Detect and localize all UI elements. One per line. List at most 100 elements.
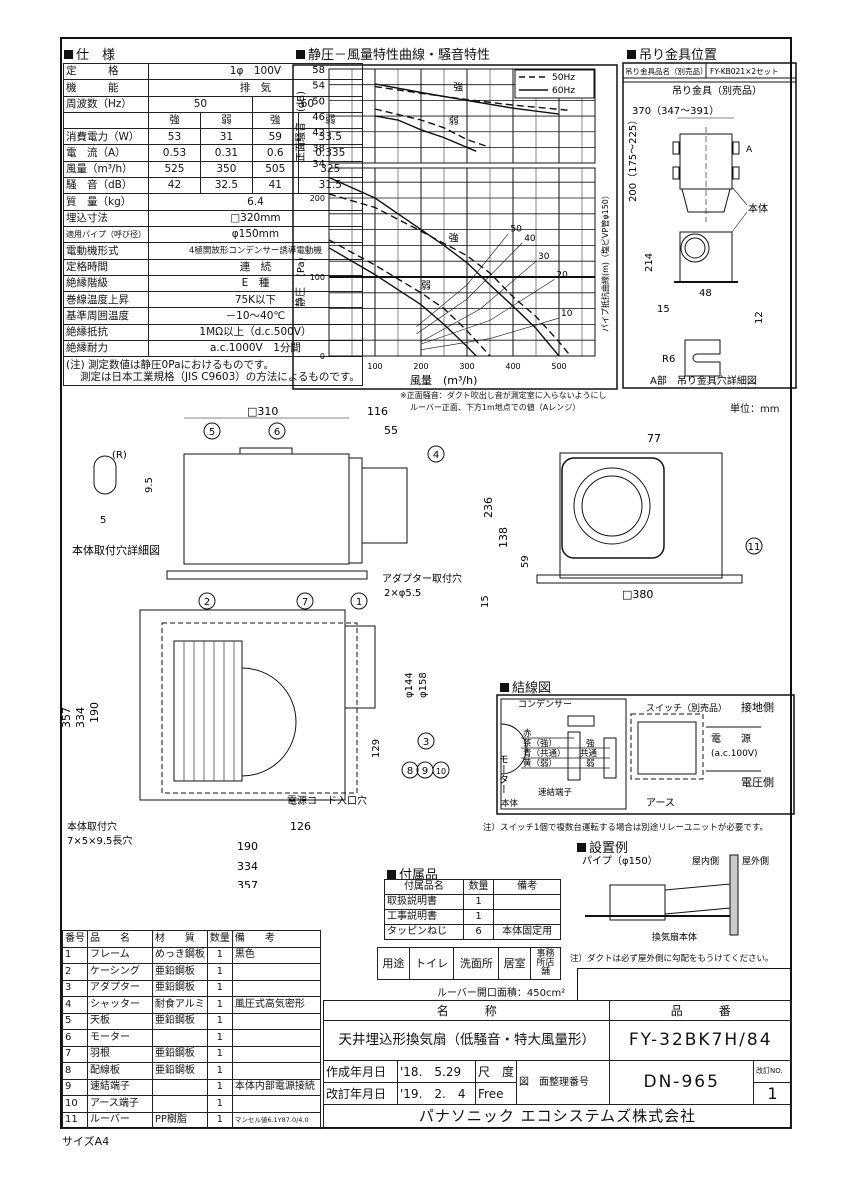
cell — [231, 1012, 322, 1030]
cell: 亜鉛鋼板 — [151, 963, 208, 981]
cell — [151, 1095, 208, 1113]
cell: 亜鉛鋼板 — [151, 1012, 208, 1030]
noise-tick-label: 34 — [312, 159, 325, 170]
wire-brown: 茶（強） — [523, 738, 557, 749]
product-number: FY-32BK7H/84 — [609, 1020, 792, 1061]
cell — [231, 979, 322, 997]
cell — [231, 963, 322, 981]
cell — [493, 909, 561, 925]
cell: 数量 — [206, 930, 233, 948]
cell: 10 — [62, 1095, 88, 1113]
revised-date: '19. 2. 4 — [397, 1082, 476, 1105]
pressure-strong-label: 強 — [449, 231, 459, 244]
cell: 亜鉛鋼板 — [151, 1045, 208, 1063]
legend-box — [514, 69, 595, 99]
cell: 黒色 — [231, 946, 322, 964]
install-diagram: パイプ（φ150） 屋内側 屋外側 換気扇本体 — [582, 854, 769, 942]
pipe-curve-label: 30 — [538, 252, 550, 262]
cell: 1 — [206, 979, 233, 997]
pressure-tick-label: 100 — [310, 273, 325, 282]
dim-334-v: 334 — [74, 707, 87, 728]
motor-label: モーター — [497, 754, 509, 794]
cell: 32.5 — [199, 177, 253, 195]
dim-380: □380 — [622, 588, 653, 601]
dim-357-h: 357 — [237, 879, 258, 888]
cell: 53 — [148, 128, 201, 146]
noise-tick-label: 50 — [312, 96, 325, 107]
wiring-heading: 結線図 — [500, 677, 551, 696]
pipe-resistance-curve — [416, 233, 509, 328]
dim-214: 214 — [644, 253, 655, 272]
cell: タッピンねじ — [384, 924, 464, 940]
cell — [151, 1029, 208, 1047]
switch-label: スイッチ（別売品） — [646, 702, 727, 714]
cell: 1 — [206, 1045, 233, 1063]
wire-red: 赤 — [523, 729, 532, 739]
outline-drawings: (R) 9.5 5 本体取付穴詳細図 □310 116 55 236 138 5… — [62, 405, 763, 888]
chart-heading: 静圧－風量特性曲線・騒音特性 — [296, 44, 490, 63]
cell: 8 — [62, 1062, 88, 1080]
cell: 騒 音（dB） — [63, 177, 149, 195]
adapter-holes-size: 2×φ5.5 — [384, 588, 421, 599]
callout-3: 3 — [423, 737, 429, 748]
cell — [231, 1045, 322, 1063]
pipe-curve-label: 50 — [510, 225, 522, 235]
scale-label: 尺 度 — [474, 1060, 518, 1083]
cell: 付属品名 — [384, 879, 464, 895]
cell: 42 — [148, 177, 201, 195]
louver-area: ルーバー開口面積：450cm² — [437, 988, 566, 999]
cell: アース端子 — [87, 1095, 153, 1113]
cell: 速結端子 — [87, 1078, 153, 1096]
spec-note-1: (注) 測定数値は静圧0Paにおけるものです。 — [66, 359, 274, 372]
pipe-resistance-curve — [420, 317, 560, 350]
mount-hole-size: 7×5×9.5長穴 — [67, 834, 132, 847]
dim-334-h: 334 — [237, 860, 258, 873]
pressure-weak-label: 弱 — [421, 280, 431, 292]
cell: 1 — [206, 1062, 233, 1080]
cell: 5 — [62, 1012, 88, 1030]
cell: 1 — [206, 946, 233, 964]
created-date: '18. 5.29 — [397, 1060, 476, 1083]
cell: 1 — [462, 909, 495, 925]
spec-note-2: 測定は日本工業規格（JIS C9603）の方法によるものです。 — [80, 371, 360, 384]
drawing-number: DN-965 — [609, 1060, 754, 1105]
dim-357-v: 357 — [62, 707, 73, 728]
x-tick-label: 300 — [459, 362, 474, 371]
dim-144: φ144 — [404, 672, 415, 698]
cell: 強 — [148, 111, 201, 130]
pipe-resistance-curve — [420, 279, 555, 345]
pressure-tick-label: 0 — [320, 352, 325, 361]
cell: 350 — [199, 160, 253, 179]
number-header: 品 番 — [609, 1000, 792, 1021]
cell: 羽根 — [87, 1045, 153, 1063]
cell: 定格時間 — [63, 258, 149, 276]
body-label-wiring: 本体 — [501, 798, 519, 809]
bracket-label: 吊り金具（別売品） — [672, 84, 762, 97]
dim-310: □310 — [247, 405, 278, 418]
spec-row: 埋込寸法□320mm — [63, 209, 363, 227]
cell: 本体固定用 — [493, 924, 561, 940]
callout-7: 7 — [302, 597, 308, 608]
cell: 6 — [62, 1029, 88, 1047]
cell: 絶縁階級 — [63, 274, 149, 293]
cell — [231, 1062, 322, 1080]
hanger-name-label: 吊り金具品名（別売品） — [625, 66, 708, 76]
body-label: 本体 — [748, 202, 768, 215]
pressure-curve — [328, 247, 477, 357]
cell — [231, 1029, 322, 1047]
radius-r6: R6 — [662, 354, 675, 365]
callout-8: 8 — [407, 766, 413, 777]
cell: めっき鋼板 — [151, 946, 208, 964]
cell: 1 — [462, 894, 495, 910]
cell: 用途 — [377, 947, 410, 980]
